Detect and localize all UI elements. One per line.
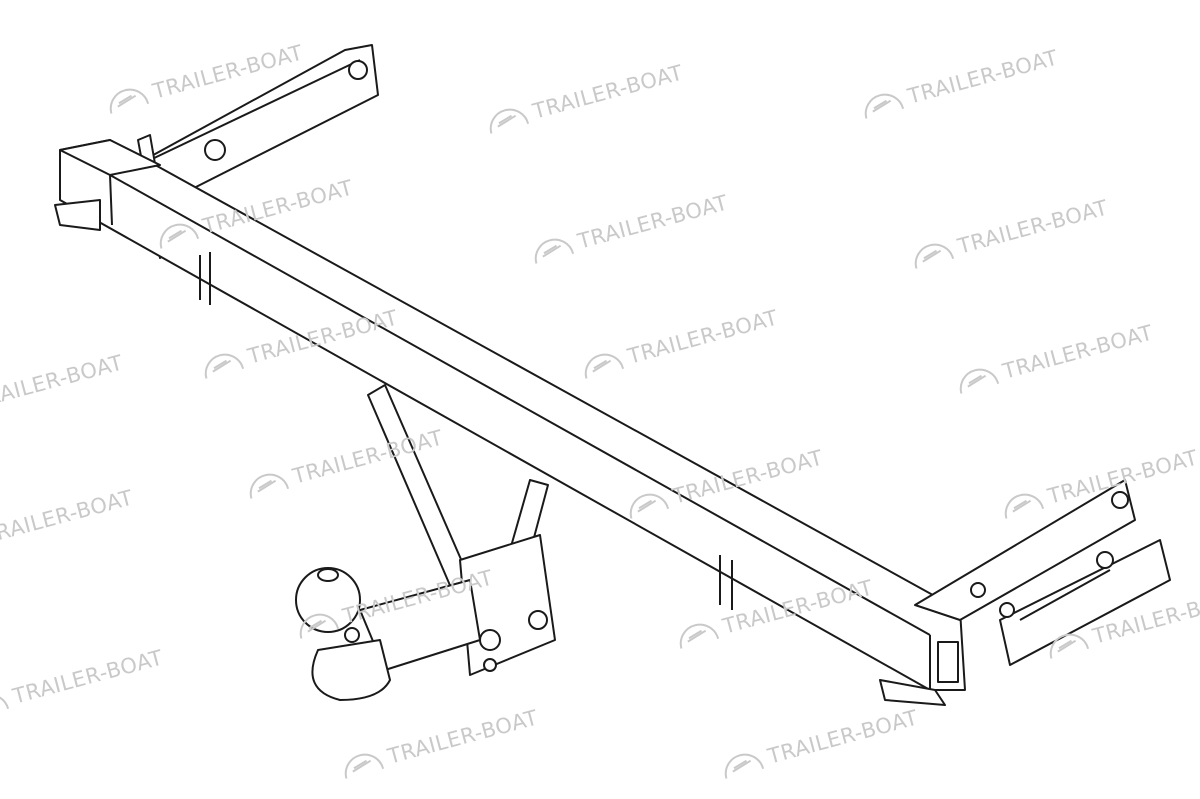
watermark: TRAILER-BOAT <box>578 303 781 381</box>
boat-on-trailer-icon <box>629 493 670 519</box>
watermark: TRAILER-BOAT <box>953 318 1156 396</box>
watermark: TRAILER-BOAT <box>908 193 1111 271</box>
main-crossbeam <box>54 139 966 706</box>
boat-on-trailer-icon <box>109 88 150 114</box>
boat-on-trailer-icon <box>679 623 720 649</box>
boat-on-trailer-icon <box>1049 633 1090 659</box>
boat-on-trailer-icon <box>1004 493 1045 519</box>
watermark: TRAILER-BOAT <box>718 703 921 781</box>
watermark: TRAILER-BOAT <box>338 703 541 781</box>
boat-on-trailer-icon <box>959 368 1000 394</box>
boat-on-trailer-icon <box>489 108 530 134</box>
boat-on-trailer-icon <box>584 353 625 379</box>
watermark: TRAILER-BOAT <box>293 563 496 641</box>
watermark: TRAILER-BOAT <box>528 188 731 266</box>
boat-on-trailer-icon <box>344 753 385 779</box>
boat-on-trailer-icon <box>159 223 200 249</box>
watermark: TRAILER-BOAT <box>153 173 356 251</box>
watermark: TRAILER-BOAT <box>998 443 1200 521</box>
right-mounting-bracket <box>914 479 1171 666</box>
boat-on-trailer-icon <box>534 238 575 264</box>
watermark: TRAILER-BOAT <box>0 643 166 721</box>
boat-on-trailer-icon <box>0 693 10 719</box>
boat-on-trailer-icon <box>299 613 340 639</box>
watermark: TRAILER-BOAT <box>103 38 306 116</box>
watermark: TRAILER-BOAT <box>243 423 446 501</box>
watermark: TRAILER-BOAT <box>1043 583 1200 661</box>
boat-on-trailer-icon <box>724 753 765 779</box>
watermark: TRAILER-BOAT <box>673 573 876 651</box>
boat-on-trailer-icon <box>914 243 955 269</box>
watermark: TRAILER-BOAT <box>623 443 826 521</box>
watermark: TRAILER-BOAT <box>483 58 686 136</box>
boat-on-trailer-icon <box>864 93 905 119</box>
towball-neck-brackets <box>359 384 556 676</box>
watermark: TRAILER-BOAT <box>198 303 401 381</box>
boat-on-trailer-icon <box>204 353 245 379</box>
boat-on-trailer-icon <box>249 473 290 499</box>
watermark: TRAILER-BOAT <box>858 43 1061 121</box>
